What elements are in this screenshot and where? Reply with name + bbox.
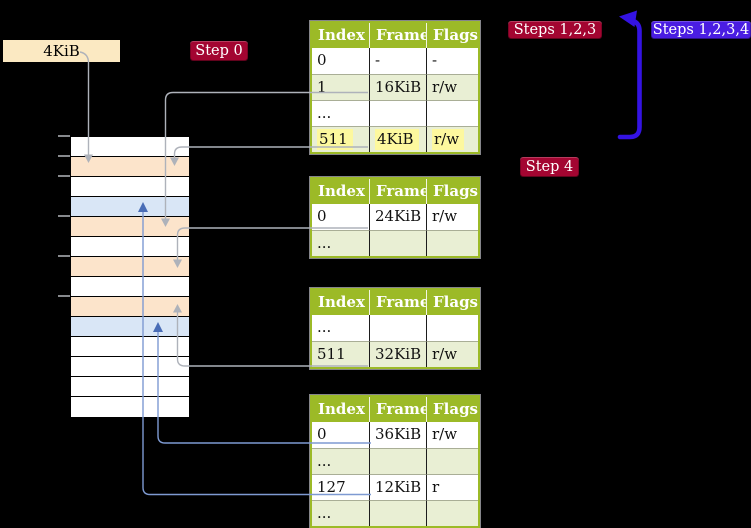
column-header-flags: Flags [426,179,478,204]
column-header-index: Index [312,290,369,315]
column-header-index: Index [312,179,369,204]
memory-tick [58,175,70,177]
table-header-row: Index Frame Flags [312,23,478,48]
steps123-badge: Steps 1,2,3 [508,21,602,39]
arrow-recursive-loop [617,18,642,140]
column-header-frame: Frame [369,23,429,48]
cell-frame: 4KiB [369,126,426,152]
step0-badge: Step 0 [190,41,248,61]
column-header-frame: Frame [369,397,429,422]
cell-flags [426,500,478,526]
cell-frame [369,230,426,256]
cell-flags [426,315,478,341]
cell-frame [369,315,426,341]
memory-frame-row-white [71,137,189,157]
column-header-frame: Frame [369,290,429,315]
cell-frame: 32KiB [369,341,426,367]
table-header-row: Index Frame Flags [312,397,478,422]
table-header-row: Index Frame Flags [312,290,478,315]
cell-flags: r/w [426,204,478,230]
memory-frame-row-white [71,377,189,397]
column-header-flags: Flags [426,23,478,48]
cell-frame [369,500,426,526]
column-header-index: Index [312,397,369,422]
cell-frame: 16KiB [369,74,426,100]
table-row: ... [312,100,478,126]
highlighted-value: r/w [432,129,465,150]
page-table-2: Index Frame Flags 0 24KiB r/w ... [310,177,480,258]
table-row: ... [312,230,478,256]
cell-index: ... [312,500,369,526]
table-row: 0 - - [312,48,478,74]
cell-flags [426,230,478,256]
frame-size-label: 4KiB [3,40,120,62]
cell-index: 511 [312,341,369,367]
cell-frame [369,100,426,126]
memory-tick [58,255,70,257]
cell-frame: 36KiB [369,422,426,448]
cell-index: 1 [312,74,369,100]
cell-flags: r/w [426,341,478,367]
cell-flags [426,100,478,126]
memory-tick [58,135,70,137]
memory-tick [58,215,70,217]
cell-index: ... [312,448,369,474]
column-header-index: Index [312,23,369,48]
cell-index: 511 [312,126,369,152]
memory-frame-row-peach [71,257,189,277]
cell-index: 0 [312,422,369,448]
cell-flags [426,448,478,474]
table-row: 0 36KiB r/w [312,422,478,448]
table-row: ... [312,315,478,341]
table-row: 1 16KiB r/w [312,74,478,100]
table-row: ... [312,500,478,526]
table-header-row: Index Frame Flags [312,179,478,204]
memory-frame-row-white [71,337,189,357]
memory-frame-row-peach [71,157,189,177]
memory-frame-row-blue [71,317,189,337]
memory-frame-row-white [71,397,189,417]
cell-index: ... [312,230,369,256]
cell-index: 0 [312,204,369,230]
cell-frame: 12KiB [369,474,426,500]
page-table-3: Index Frame Flags ... 511 32KiB r/w [310,288,480,369]
memory-frame-row-peach [71,297,189,317]
step4-badge: Step 4 [520,157,579,177]
memory-tick [58,155,70,157]
steps1234-badge: Steps 1,2,3,4 [651,21,751,39]
table-row: 511 32KiB r/w [312,341,478,367]
cell-flags: r [426,474,478,500]
memory-frame-row-blue [71,197,189,217]
memory-frame-row-white [71,357,189,377]
cell-frame: 24KiB [369,204,426,230]
memory-tick [58,295,70,297]
memory-frame-row-white [71,237,189,257]
cell-frame: - [369,48,426,74]
column-header-flags: Flags [426,397,478,422]
cell-index: 127 [312,474,369,500]
cell-flags: r/w [426,126,478,152]
memory-frame-row-peach [71,217,189,237]
arrowhead-left-icon [619,10,637,27]
table-row: 127 12KiB r [312,474,478,500]
cell-index: 0 [312,48,369,74]
memory-frame-row-white [71,277,189,297]
cell-index: ... [312,100,369,126]
table-row: 0 24KiB r/w [312,204,478,230]
cell-frame [369,448,426,474]
column-header-frame: Frame [369,179,429,204]
cell-index: ... [312,315,369,341]
cell-flags: r/w [426,74,478,100]
column-header-flags: Flags [426,290,478,315]
page-table-1: Index Frame Flags 0 - - 1 16KiB r/w ... … [310,21,480,154]
cell-flags: r/w [426,422,478,448]
highlighted-value: 511 [317,129,353,150]
memory-frame-row-white [71,177,189,197]
page-table-4: Index Frame Flags 0 36KiB r/w ... 127 12… [310,395,480,528]
highlighted-value: 4KiB [375,129,419,150]
cell-flags: - [426,48,478,74]
table-row: ... [312,448,478,474]
table-row-highlighted: 511 4KiB r/w [312,126,478,152]
physical-memory-column [70,136,190,418]
